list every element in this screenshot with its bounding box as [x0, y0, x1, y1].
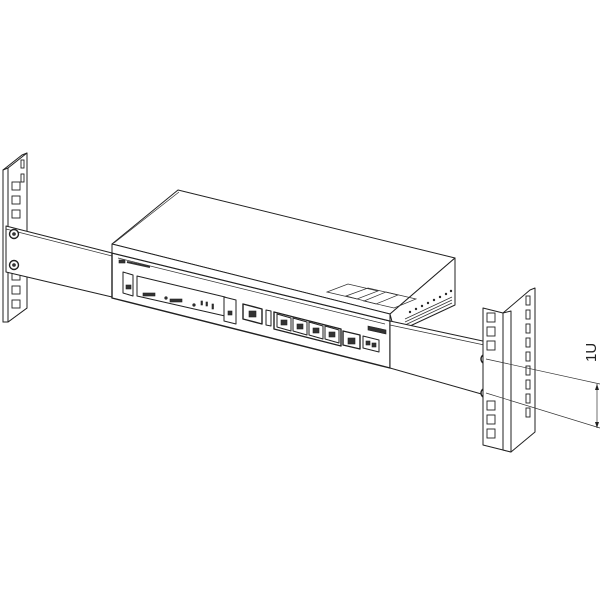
console-block: [223, 296, 237, 325]
right-rack-post: [482, 287, 536, 453]
screw-icon: [8, 259, 20, 271]
vent-slots: [404, 289, 453, 326]
ethernet-port-2[interactable]: [292, 317, 308, 336]
rack-holes-left: [11, 159, 25, 309]
right-mounting-bracket: [389, 320, 493, 399]
device-chassis: [111, 189, 456, 334]
sfp-port[interactable]: [362, 335, 380, 353]
ethernet-port-wan[interactable]: [242, 303, 263, 325]
reset-button[interactable]: [265, 309, 272, 327]
dimension-1u: 1U: [485, 343, 600, 429]
ethernet-port-1[interactable]: [276, 313, 292, 332]
front-panel: [111, 243, 391, 369]
ethernet-port-4[interactable]: [324, 325, 340, 344]
power-block: [122, 271, 134, 297]
rack-holes-right-front: [486, 312, 496, 439]
dimension-label: 1U: [583, 343, 600, 362]
screw-icon: [8, 228, 20, 240]
ethernet-port-3[interactable]: [308, 321, 324, 340]
ethernet-switch-block: [273, 311, 342, 347]
rack-holes-right-side: [525, 295, 531, 418]
brand-logo-icon: [325, 283, 418, 309]
ethernet-port-5[interactable]: [342, 330, 361, 350]
brand-label: [118, 259, 151, 268]
model-label: [367, 325, 387, 335]
